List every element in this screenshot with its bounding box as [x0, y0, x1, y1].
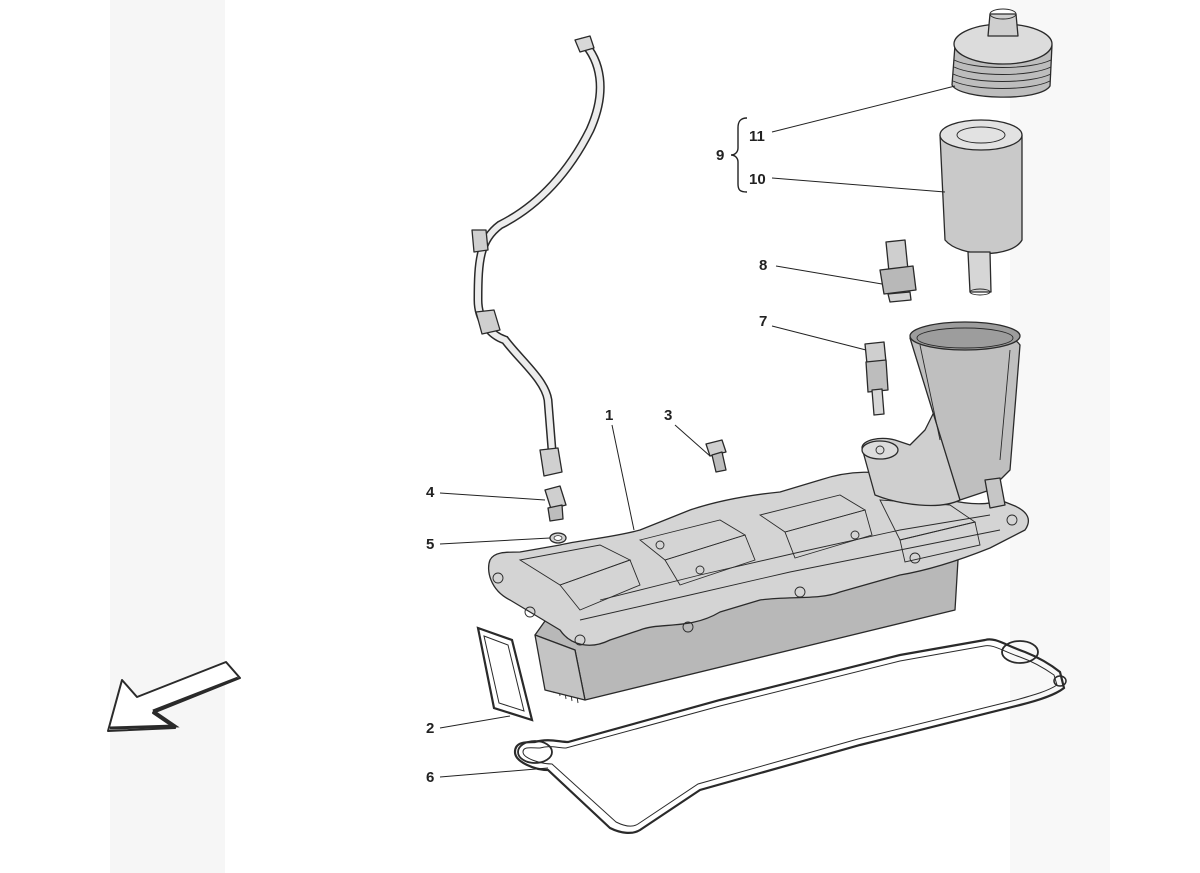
callout-6: 6 — [426, 769, 434, 786]
part-10-filter-cartridge — [939, 119, 1023, 296]
leader-2 — [439, 715, 511, 729]
part-7-sensor — [864, 341, 889, 416]
part-2-square-gasket — [476, 626, 534, 722]
callout-11: 11 — [749, 128, 765, 145]
front-direction-arrow-icon — [107, 661, 241, 732]
dipstick-tube — [471, 35, 605, 477]
leader-11 — [771, 85, 956, 133]
callout-9: 9 — [716, 147, 724, 164]
leader-6 — [439, 767, 549, 778]
part-6-gasket — [513, 638, 1067, 834]
leader-10 — [771, 177, 946, 193]
callout-5: 5 — [426, 536, 434, 553]
leader-1 — [611, 424, 635, 531]
cover-ribs — [518, 494, 1001, 621]
leader-4 — [439, 492, 546, 501]
callout-labels: 11 10 9 8 7 1 3 4 5 2 6 — [426, 128, 767, 786]
callout-4: 4 — [426, 484, 435, 501]
callout-10: 10 — [749, 171, 766, 188]
leader-7 — [771, 325, 867, 351]
callout-2: 2 — [426, 720, 434, 737]
cap-threads — [952, 59, 1052, 89]
part-1-oil-sump — [487, 321, 1029, 704]
callout-3: 3 — [664, 407, 672, 424]
leader-5 — [439, 537, 551, 545]
callout-8: 8 — [759, 257, 767, 274]
callout-7: 7 — [759, 313, 767, 330]
part-8-sensor — [879, 239, 917, 303]
background-band — [1010, 0, 1110, 873]
part-11-filter-cap — [951, 8, 1053, 98]
part-5-washer — [549, 532, 567, 544]
part-4-fitting — [544, 485, 567, 522]
callout-1: 1 — [605, 407, 613, 424]
leader-lines — [439, 85, 956, 778]
bolt-holes — [492, 485, 1018, 646]
background-band — [110, 0, 225, 873]
part-3-bolt — [705, 439, 727, 473]
leader-3 — [674, 424, 711, 457]
group-9-bracket — [730, 117, 748, 193]
leader-8 — [775, 265, 883, 285]
